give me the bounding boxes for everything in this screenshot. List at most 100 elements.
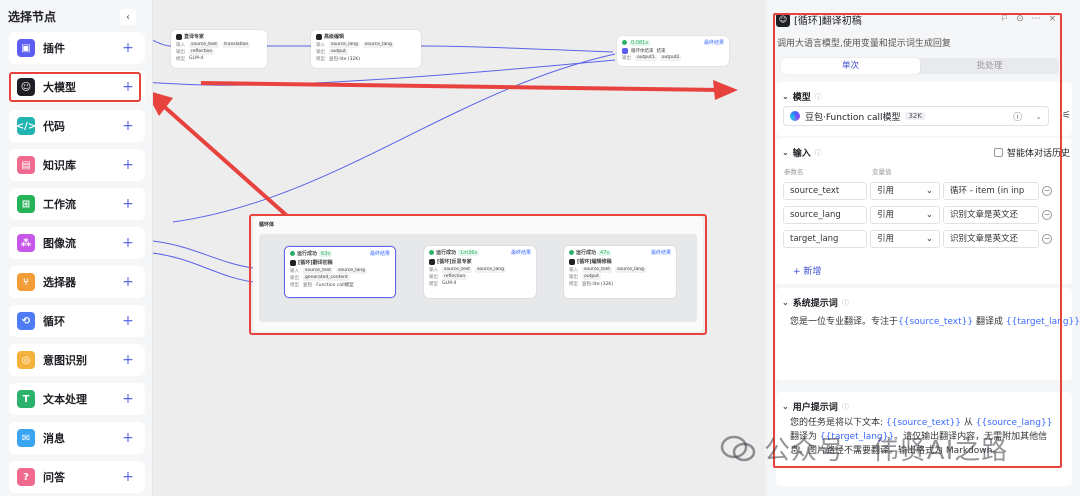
result-tag[interactable]: 最终结果 <box>703 40 724 46</box>
chevron-down-icon[interactable]: ⌄ <box>1035 111 1042 121</box>
node-item-plugin[interactable]: ▣插件+ <box>9 32 145 64</box>
tab-single[interactable]: 单次 <box>781 58 920 74</box>
plus-icon[interactable]: + <box>122 79 134 95</box>
node-item-selector[interactable]: ⑂选择器+ <box>9 266 145 298</box>
plus-icon[interactable]: + <box>122 391 134 407</box>
node-item-message[interactable]: ✉消息+ <box>9 422 145 454</box>
chevron-down-icon[interactable]: ⌄ <box>782 402 789 411</box>
help-icon[interactable]: ⓘ <box>814 148 822 157</box>
settings-sliders-icon[interactable]: ⚟ <box>1062 110 1071 121</box>
input-row: source_lang 引用⌄ 识别文章是英文还 − <box>783 206 1052 224</box>
result-tag[interactable]: 最终结果 <box>510 250 531 256</box>
param-name-input[interactable]: source_lang <box>783 206 867 224</box>
llm-icon: ☺ <box>17 78 35 96</box>
plus-icon[interactable]: + <box>122 118 134 134</box>
panel-description: 调用大语言模型,使用变量和提示词生成回复 <box>777 39 951 49</box>
node-config-panel: ☺ [循环]翻译初稿 ⚐ ⊙ ⋯ × 调用大语言模型,使用变量和提示词生成回复 … <box>768 0 1080 496</box>
plus-icon[interactable]: + <box>122 235 134 251</box>
remove-row-icon[interactable]: − <box>1042 234 1052 244</box>
remove-row-icon[interactable]: − <box>1042 186 1052 196</box>
model-select[interactable]: 豆包·Function call模型 32K ⓘ ⌄ <box>783 106 1049 126</box>
chevron-down-icon[interactable]: ⌄ <box>782 148 789 157</box>
model-value: 豆包·lite (32K) <box>329 57 361 62</box>
chip: output2 <box>659 55 682 61</box>
node-item-loop[interactable]: ⟲循环+ <box>9 305 145 337</box>
panel-title[interactable]: [循环]翻译初稿 <box>794 16 862 27</box>
param-name-input[interactable]: source_text <box>783 182 867 200</box>
plus-icon[interactable]: + <box>122 469 134 485</box>
chevron-down-icon: ⌄ <box>925 210 933 220</box>
collapse-panel-button[interactable]: ‹ <box>120 9 136 25</box>
node-item-label: 代码 <box>43 120 65 133</box>
run-icon[interactable]: ⊙ <box>1016 14 1024 24</box>
debug-icon[interactable]: ⚐ <box>1000 14 1009 24</box>
duration-badge: 1m36s <box>458 249 480 256</box>
ref-type-select[interactable]: 引用⌄ <box>870 182 940 200</box>
help-icon[interactable]: ⓘ <box>814 92 822 101</box>
prompt-variable: {{target_lang}} <box>819 432 895 442</box>
ref-value-select[interactable]: 识别文章是英文还 <box>943 230 1039 248</box>
ref-type-select[interactable]: 引用⌄ <box>870 230 940 248</box>
node-item-qa[interactable]: ?问答+ <box>9 461 145 493</box>
chip: source_text <box>582 267 613 273</box>
plus-icon[interactable]: + <box>122 40 134 56</box>
info-icon[interactable]: ⓘ <box>1013 112 1023 123</box>
chip: output1 <box>635 55 657 61</box>
plus-icon[interactable]: + <box>122 430 134 446</box>
chevron-down-icon[interactable]: ⌄ <box>782 92 789 101</box>
system-prompt-editor[interactable]: 您是一位专业翻译。专注于{{source_text}} 翻译成 {{target… <box>790 314 1080 327</box>
plus-icon[interactable]: + <box>122 313 134 329</box>
plus-icon[interactable]: + <box>122 352 134 368</box>
node-item-llm[interactable]: ☺大模型+ <box>9 71 145 103</box>
ref-type: 引用 <box>877 186 895 196</box>
mode-tabs: 单次 批处理 <box>781 58 1059 74</box>
help-icon[interactable]: ⓘ <box>841 402 849 411</box>
node-item-workflow[interactable]: ⊞工作流+ <box>9 188 145 220</box>
prompt-variable: {{target_lang}} <box>1005 317 1080 327</box>
prompt-variable: {{source_text}} <box>898 317 974 327</box>
row-label: 模型 <box>316 57 325 62</box>
node-item-intent[interactable]: ◎意图识别+ <box>9 344 145 376</box>
node-title: 直译专家 <box>184 34 205 40</box>
chat-history-toggle[interactable]: 智能体对话历史 <box>994 146 1070 159</box>
param-name-input[interactable]: target_lang <box>783 230 867 248</box>
more-icon[interactable]: ⋯ <box>1031 14 1041 24</box>
result-tag[interactable]: 最终结果 <box>650 250 671 256</box>
chip: source_lang <box>329 42 360 48</box>
ref-type-select[interactable]: 引用⌄ <box>870 206 940 224</box>
plus-icon[interactable]: + <box>122 157 134 173</box>
plus-icon[interactable]: + <box>122 274 134 290</box>
red-arrow-right-line <box>200 81 724 92</box>
ref-value-select[interactable]: 循环 - item (in inp <box>943 182 1039 200</box>
node-subtitle: 结束 <box>656 49 666 54</box>
prompt-text: 。请仅输出翻译内容，无需附加其他信息。图片路径不需要翻译。输出格式为 Markd… <box>790 432 1048 456</box>
panel-header: ☺ [循环]翻译初稿 <box>776 12 862 27</box>
node-item-knowledge[interactable]: ▤知识库+ <box>9 149 145 181</box>
duration-badge: 0.081s <box>629 39 650 46</box>
node-item-imageflow[interactable]: ⁂图像流+ <box>9 227 145 259</box>
node-item-code[interactable]: </>代码+ <box>9 110 145 142</box>
remove-row-icon[interactable]: − <box>1042 210 1052 220</box>
ref-value-select[interactable]: 识别文章是英文还 <box>943 206 1039 224</box>
tab-batch[interactable]: 批处理 <box>976 61 1003 71</box>
plus-icon[interactable]: + <box>122 196 134 212</box>
checkbox[interactable] <box>994 148 1003 157</box>
node-title: [循环]编辑修稿 <box>577 259 612 265</box>
add-input-button[interactable]: + 新增 <box>793 264 821 277</box>
result-tag[interactable]: 最终结果 <box>369 251 390 257</box>
close-icon[interactable]: × <box>1048 14 1057 24</box>
chevron-down-icon[interactable]: ⌄ <box>782 298 789 307</box>
user-prompt-editor[interactable]: 您的任务是将以下文本: {{source_text}} 从 {{source_l… <box>790 416 1060 458</box>
help-icon[interactable]: ⓘ <box>841 298 849 307</box>
